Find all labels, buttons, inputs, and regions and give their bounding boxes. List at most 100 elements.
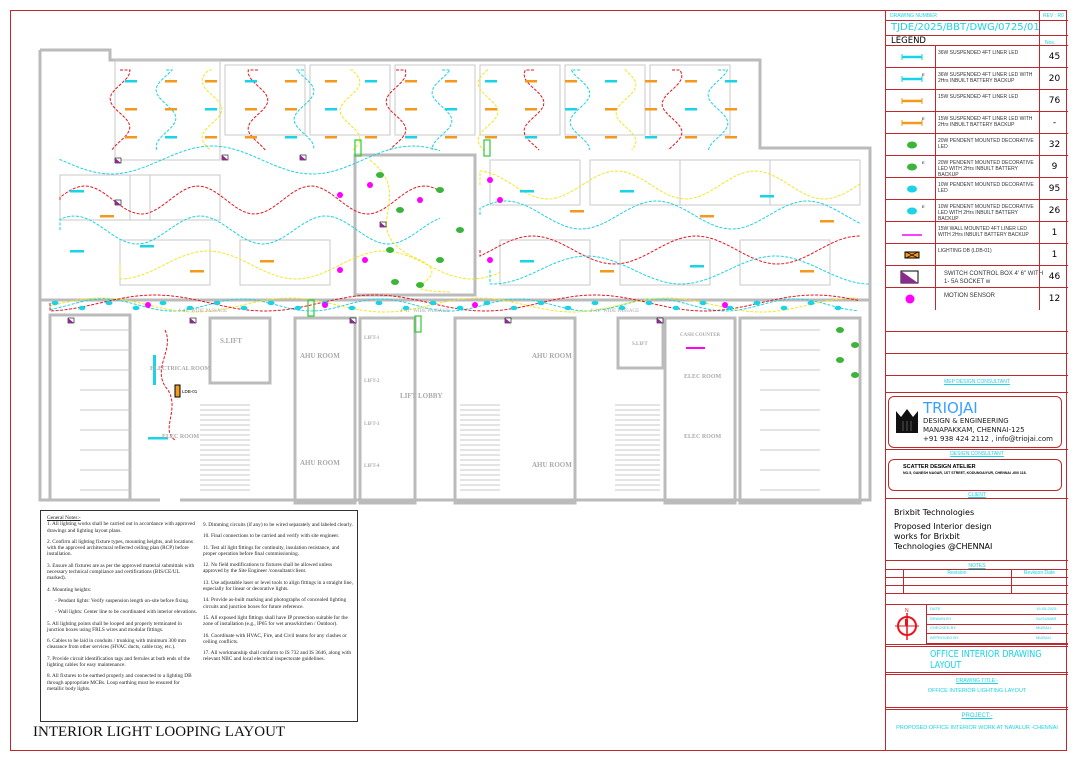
note-item: 8. All fixtures to be earthed properly a… [47,673,192,692]
motion-sensor-icon [417,197,423,203]
linear-led-icon [685,80,697,83]
pendant-green-icon [436,187,444,193]
notes-left-column: General Notes:- 1. All lighting works sh… [47,515,197,697]
linear-led-icon [525,136,537,139]
linear-led-icon [285,80,297,83]
legend-description: 20W PENDENT MOUNTED DECORATIVE LED [938,138,1034,150]
pendant-led-icon [780,305,788,311]
pendant-led-icon [78,305,86,311]
workstation-block [239,239,331,286]
wire-loop [615,69,637,151]
note-item: 5. All lighting points shall be looped a… [47,620,182,633]
wire-loop [201,69,223,151]
info-value: MURALI [1036,625,1052,630]
passage-label: 4'-11" WIDE PASSAGE [590,309,639,314]
mep-consultant-label: MEP DESIGN CONSULTANT [944,379,1010,385]
room-label-ahu: AHU ROOM [532,352,572,360]
linear-led-icon [285,136,297,139]
pendant-led-icon [132,305,140,311]
linear-led-icon [405,80,417,83]
triojai-logo-icon [896,409,918,433]
linear-led-icon [260,260,274,263]
switch-box-icon [656,317,664,324]
linear-led-icon [125,136,137,139]
room-label-ahu: AHU ROOM [300,459,340,467]
room-label-elec: ELEC ROOM [684,434,722,440]
project-label: PROJECT:- [961,713,993,719]
linear-led-icon [645,80,657,83]
wire-loop [49,298,859,312]
general-notes: General Notes:- 1. All lighting works sh… [40,510,358,722]
info-value: MURALI [1036,634,1052,640]
motion-sensor-icon [145,302,151,308]
linear-led-icon [125,108,137,111]
drawing-title-label: DRAWING TITLE:- [956,678,998,684]
pendant-led-icon [429,300,437,306]
pendant-led-icon [753,300,761,306]
linear-led-icon [685,136,697,139]
legend-row: 15W WALL MOUNTED 4FT LINER LED WITH 2Hrs… [886,221,1068,244]
legend-count: 95 [1039,178,1069,200]
svg-text:E: E [922,204,925,209]
core-room-wall [208,316,272,385]
pendant-green-icon [456,227,464,233]
drawing-number: TJDE/2025/BBT/DWG/0725/01 [891,22,1040,33]
workstation-block [769,159,861,206]
switch-box-icon [379,221,387,228]
legend-heading: LEGEND [891,36,926,46]
workstation-block [489,159,581,206]
pendant-led-icon [456,305,464,311]
legend-count: 76 [1039,90,1069,112]
legend-description: 15W SUSPENDED 4FT LINER LED [938,94,1019,100]
linear-led-icon [725,136,737,139]
legend-row: 15W SUSPENDED 4FT LINER LED 76 [886,89,1068,112]
linear-led-icon [165,136,177,139]
pendant-green-icon [886,134,936,156]
wire-loop [293,69,315,151]
core-room-wall [453,316,577,505]
legend-description: 15W SUSPENDED 4FT LINER LED WITH 2Hrs IN… [938,116,1033,128]
workstation-block [564,64,646,136]
workstation-block [309,64,391,136]
linear-led-icon [565,136,577,139]
core-room-wall [616,316,665,370]
linear-led-icon [690,265,704,268]
workstation-block [589,159,681,206]
switch-box-icon [114,157,122,164]
pendant-led-icon [834,305,842,311]
info-value: SUGUMAR [1036,615,1057,621]
linear-led-icon [620,190,634,193]
linear-led-icon [405,136,417,139]
linear-led-icon [645,136,657,139]
legend-count: 12 [1039,288,1069,310]
info-key: DRAWN BY [930,615,952,621]
wire-loop [479,170,861,200]
workstation-block [479,64,561,136]
svg-text:E: E [922,72,925,77]
note-item: 13. Use adjustable laser or level tools … [203,579,353,593]
linear-led-icon [685,108,697,111]
linear-led-icon [725,80,737,83]
design-consultant-label: DESIGN CONSULTANT [950,451,1004,457]
pendant-led-icon [537,300,545,306]
motion-sensor-icon [487,177,493,183]
linear-led-icon [405,108,417,111]
room-label-lift-1: LIFT-1 [364,336,380,341]
linear-led-icon [148,437,168,440]
wall-led-magenta-icon [886,222,936,244]
linear-led-icon [190,270,204,273]
linear-led-icon [445,108,457,111]
legend-description: 15W WALL MOUNTED 4FT LINER LED WITH 2Hrs… [938,226,1029,238]
linear-led-icon [365,136,377,139]
linear-led-icon [325,80,337,83]
pendant-green-icon [376,172,384,178]
note-item: - Pendant lights: Verify suspension leng… [55,597,190,604]
linear-led-icon [605,108,617,111]
workstation-block [649,64,731,136]
linear-led-icon [100,215,114,218]
workstation-block [119,239,211,286]
pendant-led-icon [105,300,113,306]
design-address: NO.5, GANESH NAGAR, 1ST STREET, KODUNGAI… [903,471,1027,475]
